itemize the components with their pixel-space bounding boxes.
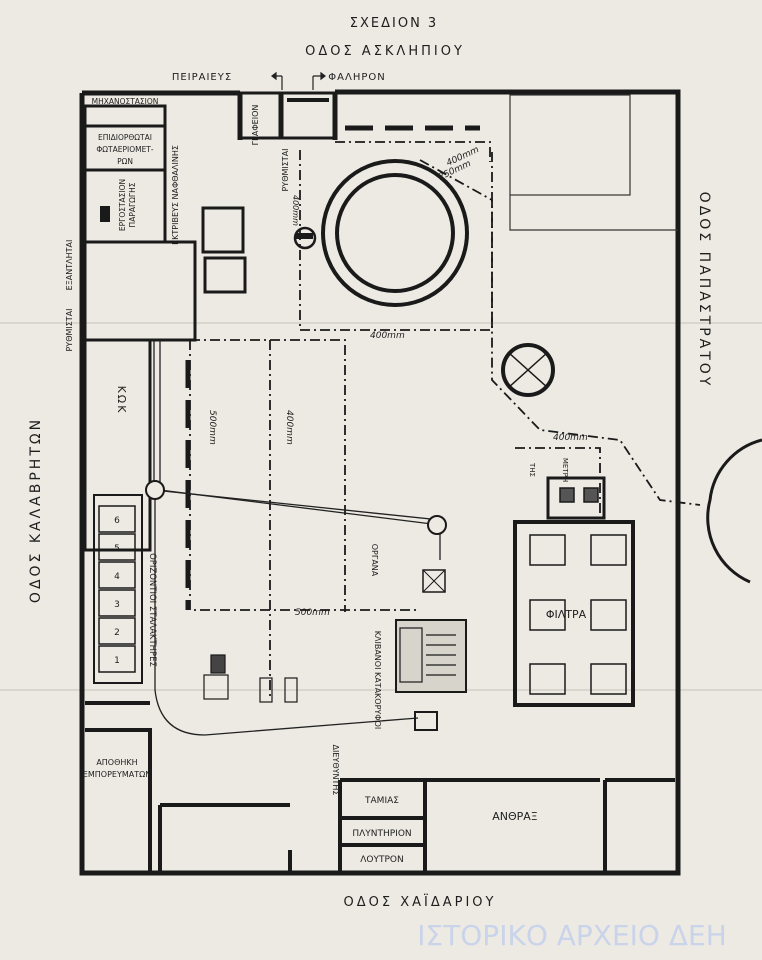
stalactite-number: 6 xyxy=(114,516,120,526)
direction-faliron: ΦΑΛΗΡΟΝ xyxy=(328,72,385,83)
pipe-label: 400mm xyxy=(553,433,588,443)
stalactite-number: 4 xyxy=(114,572,120,582)
label-factory: ΕΡΓΟΣΤΑΣΙΟΝ xyxy=(118,179,127,231)
compass-rose xyxy=(501,343,555,397)
label-naphthalene: ΕΚΤΡΙΒΕΥΣ ΝΑΦΘΑΛΙΝΗΣ xyxy=(171,145,180,245)
label-meter: ΤΗΣ xyxy=(528,462,536,477)
label-stalactites: ΟΡΙΖΟΝΤΙΟΙ ΣΤΑΛΑΚΤΗΡΕΣ xyxy=(147,553,157,667)
gasholder-inner xyxy=(335,173,455,293)
label-regulators: ΡΥΘΜΙΣΤΑΙ xyxy=(281,148,290,191)
stalactite-number: 1 xyxy=(114,656,120,666)
label-coke: ΚΩΚ xyxy=(115,386,128,415)
filter-units xyxy=(529,534,627,695)
pipelines xyxy=(189,141,701,700)
dashed-walls xyxy=(185,125,480,610)
instruments-box xyxy=(422,569,446,593)
direction-arrows xyxy=(271,71,326,90)
stalactite-cells xyxy=(98,505,136,673)
stalactite-number: 5 xyxy=(114,544,120,554)
label-machine-station: ΜΗΧΑΝΟΣΤΑΣΙΟΝ xyxy=(92,97,159,106)
gasholder-outer xyxy=(321,159,469,307)
label-laundry: ΠΛΥΝΤΗΡΙΟΝ xyxy=(352,829,411,839)
west-buildings xyxy=(83,91,336,552)
label-instruments: ΟΡΓΑΝΑ xyxy=(370,544,379,577)
gasholder-valve xyxy=(293,226,317,250)
street-curve xyxy=(706,438,762,584)
street-north: ΟΔΟΣ ΑΣΚΛΗΠΙΟΥ xyxy=(305,44,465,59)
south-buildings xyxy=(85,701,675,873)
street-west: ΟΔΟΣ ΚΑΛΑΒΡΗΤΩΝ xyxy=(28,417,44,603)
pipe-label: 400mm xyxy=(291,195,300,226)
label-director: ΔΙΕΥΘΥΝΤΗΣ xyxy=(331,745,340,796)
label-warehouse: ΕΜΠΟΡΕΥΜΑΤΩΝ xyxy=(83,770,151,779)
label-office: ΓΡΑΦΕΙΟΝ xyxy=(251,105,260,146)
label-coal: ΑΝΘΡΑΞ xyxy=(492,810,538,823)
label-factory: ΠΑΡΑΓΩΓΗΣ xyxy=(128,182,137,227)
pipe-label: 400mm xyxy=(370,331,405,341)
label-repair: ΦΩΤΑΕΡΙΟΜΕΤ- xyxy=(96,145,154,154)
misc-equipment xyxy=(100,98,329,239)
plan-title: ΣΧΕΔΙΟΝ 3 xyxy=(350,16,438,31)
meter-room xyxy=(546,476,606,520)
label-repair: ΡΩΝ xyxy=(117,157,133,166)
vertical-retorts xyxy=(395,619,467,693)
street-south: ΟΔΟΣ ΧΑΪΔΑΡΙΟΥ xyxy=(344,894,497,910)
label-exhausters: ΕΞΑΝΤΛΗΤΑΙ xyxy=(65,240,74,291)
label-warehouse: ΑΠΟΘΗΚΗ xyxy=(96,758,137,767)
direction-piraeus: ΠΕΙΡΑΙΕΥΣ xyxy=(172,72,232,83)
pipe-main xyxy=(153,340,441,560)
filters-house xyxy=(513,520,635,707)
stalactite-number: 2 xyxy=(114,628,120,638)
street-east: ΟΔΟΣ ΠΑΠΑΣΤΡΑΤΟΥ xyxy=(696,192,712,389)
stalactite-number: 3 xyxy=(114,600,120,610)
label-repair: ΕΠΙΔΙΟΡΘΩΤΑΙ xyxy=(98,133,152,142)
label-bath: ΛΟΥΤΡΟΝ xyxy=(360,855,403,865)
pipe-label: 500mm xyxy=(207,410,217,445)
stalactites-frame xyxy=(93,494,143,684)
label-regulators: ΡΥΘΜΙΣΤΑΙ xyxy=(65,308,74,351)
label-filters: ΦΙΛΤΡΑ xyxy=(546,608,587,621)
label-meter: ΜΕΤΡΗ xyxy=(561,458,569,482)
pipe-label: 500mm xyxy=(295,608,330,618)
label-cashier: ΤΑΜΙΑΣ xyxy=(364,796,399,806)
archive-watermark: ΙΣΤΟΡΙΚΟ ΑΡΧΕΙΟ ΔΕΗ xyxy=(417,919,727,952)
label-boilers: ΚΛΙΒΑΝΟΙ ΚΑΤΑΚΟΡΥΦΟΙ xyxy=(373,631,382,730)
storage-yard xyxy=(509,94,631,196)
column-row xyxy=(456,778,655,782)
pipe-label: 400mm xyxy=(284,410,294,445)
